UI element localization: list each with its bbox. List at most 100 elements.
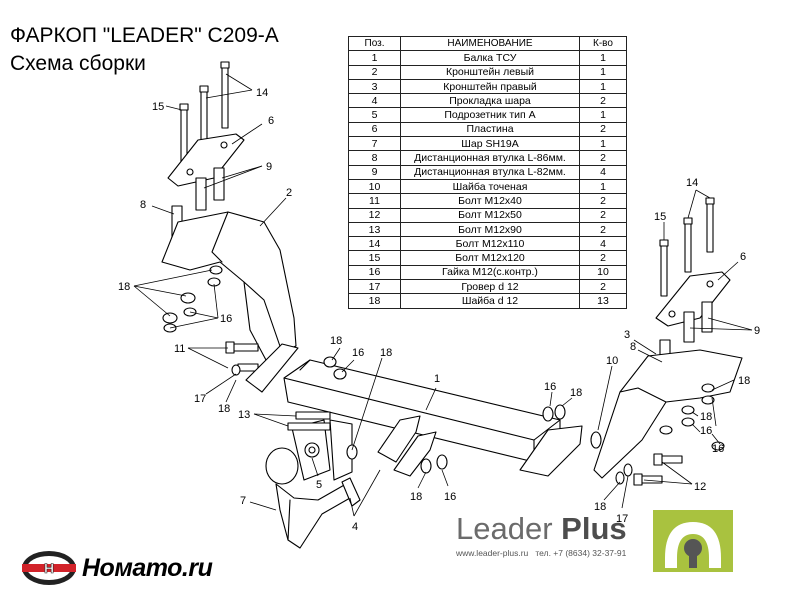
part-name: Дистанционная втулка L-86мм. [400,150,580,166]
callout-label: 4 [352,521,358,533]
homato-brand-text: Номато.ru [82,553,213,582]
callout-label: 14 [256,87,268,99]
part-quantity: 2 [579,150,627,166]
part-name: Гровер d 12 [400,279,580,295]
callout-label: 14 [686,177,698,189]
part-quantity: 2 [579,207,627,223]
bolt-14-right [683,197,715,273]
callout-label: 2 [286,187,292,199]
part-name: Болт М12х40 [400,193,580,209]
callout-label: 13 [238,409,250,421]
callout-label: 16 [220,313,232,325]
part-quantity: 1 [579,78,627,95]
part-position: 6 [348,121,401,138]
callout-label: 16 [700,425,712,437]
part-position: 14 [348,236,401,252]
bolt-14-left [199,61,230,145]
part-position: 3 [348,78,401,95]
part-position: 13 [348,221,401,238]
callout-label: 15 [152,101,164,113]
callout-label: 6 [268,115,274,127]
part-quantity: 10 [579,264,627,281]
callout-label: 16 [352,347,364,359]
callout-label: 6 [740,251,746,263]
brand-site: www.leader-plus.ru [456,548,529,558]
part-position: 1 [348,50,401,66]
callout-label: 1 [434,373,440,385]
part-name: Подрозетник тип А [400,107,580,123]
homato-logo: Н Номато.ru [20,548,213,588]
part-quantity: 2 [579,279,627,295]
part-position: 5 [348,107,401,123]
part-quantity: 13 [579,293,627,309]
part-position: 10 [348,178,401,195]
column-header-qty: К-во [579,35,627,52]
callout-label: 8 [630,341,636,353]
table-header-row: Поз. НАИМЕНОВАНИЕ К-во [348,35,627,52]
bolt-15-right [659,239,669,297]
callout-label: 9 [266,161,272,173]
part-quantity: 2 [579,193,627,209]
page-title: ФАРКОП "LEADER" C209-A [10,24,279,47]
callout-label: 12 [694,481,706,493]
part-position: 15 [348,250,401,266]
part-quantity: 2 [579,121,627,138]
bracket-3-right [593,349,743,479]
brand-word-leader: Leader [456,511,553,546]
callout-label: 7 [240,495,246,507]
part-name: Балка ТСУ [400,50,580,66]
part-position: 11 [348,193,401,209]
part-position: 17 [348,279,401,295]
callout-label: 18 [218,403,230,415]
callout-label: 18 [570,387,582,399]
part-quantity: 1 [579,107,627,123]
part-position: 2 [348,64,401,80]
part-quantity: 1 [579,50,627,66]
homato-logo-icon: Н [22,551,76,585]
callout-label: 5 [316,479,322,491]
callout-label: 16 [712,443,724,455]
part-name: Кронштейн левый [400,64,580,80]
part-position: 9 [348,164,401,180]
part-name: Пластина [400,121,580,138]
ball-7 [265,447,351,549]
part-name: Дистанционная втулка L-82мм. [400,164,580,180]
brand-word-plus: Plus [561,511,627,546]
callout-label: 18 [700,411,712,423]
leader-plus-brand: Leader Plus www.leader-plus.ru тел. +7 (… [456,511,627,559]
part-position: 7 [348,136,401,152]
part-name: Прокладка шара [400,93,580,109]
callout-label: 3 [624,329,630,341]
callout-label: 16 [544,381,556,393]
callout-label: 15 [654,211,666,223]
callout-label: 10 [606,355,618,367]
svg-text:Н: Н [44,560,54,576]
callout-label: 18 [330,335,342,347]
part-name: Шар SH19A [400,136,580,152]
part-quantity: 1 [579,136,627,152]
callout-label: 11 [174,343,185,355]
part-position: 8 [348,150,401,166]
part-name: Болт М12х120 [400,250,580,266]
part-quantity: 1 [579,64,627,80]
callout-label: 8 [140,199,146,211]
leader-plus-logo-icon [653,510,733,572]
part-name: Шайба точеная [400,178,580,195]
callout-label: 9 [754,325,760,337]
part-quantity: 4 [579,236,627,252]
